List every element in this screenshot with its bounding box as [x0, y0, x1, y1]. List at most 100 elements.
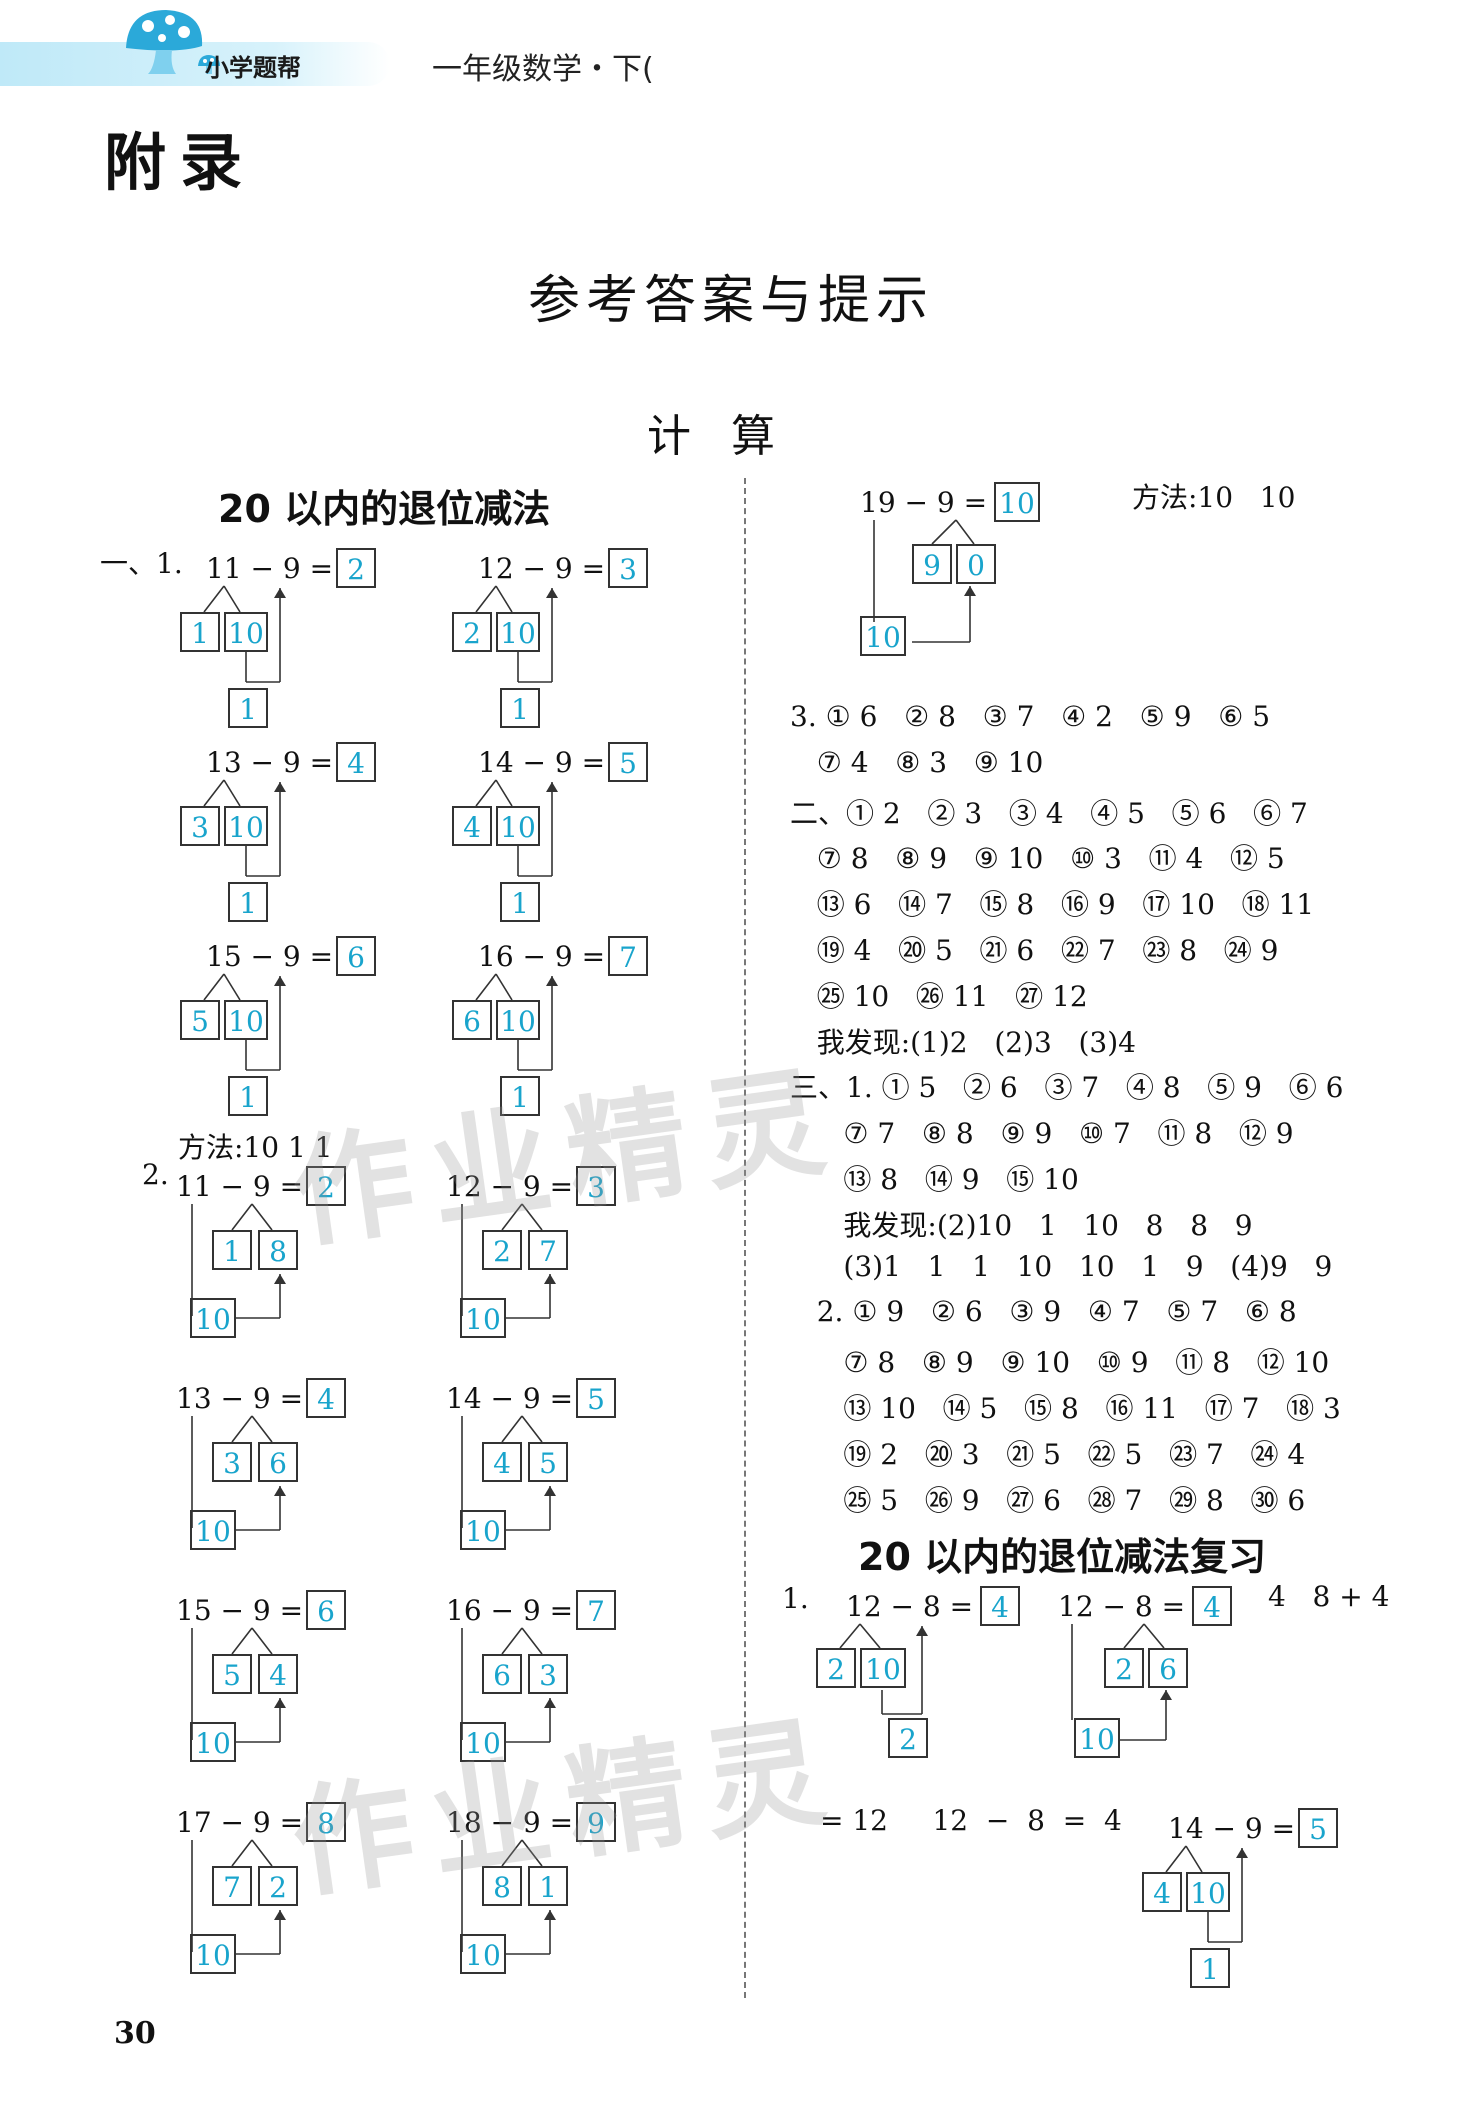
- arrow-head: [274, 1274, 286, 1284]
- diagram-line: [501, 1627, 523, 1655]
- ten-box: 10: [190, 1510, 236, 1550]
- small-mushroom-icon: [198, 55, 220, 74]
- diagram-line: [223, 779, 241, 807]
- ten-box: 10: [460, 1934, 506, 1974]
- ten-box: 10: [1074, 1718, 1120, 1758]
- diagram-line: [495, 585, 513, 613]
- method-text: 方法:10 1 1: [178, 1131, 333, 1164]
- diagram-line: [231, 1415, 253, 1443]
- equation-text: 16 − 9 =: [478, 940, 606, 973]
- split-box: 10: [1186, 1872, 1230, 1912]
- arrow-head: [544, 1910, 556, 1920]
- result-box: 5: [576, 1378, 616, 1418]
- diagram-line: [475, 973, 497, 1001]
- part1-label: 一、1.: [100, 547, 183, 580]
- diagram-line: [251, 1627, 273, 1655]
- arrow-head: [274, 1910, 286, 1920]
- equation-text: 15 − 9 =: [176, 1594, 304, 1627]
- arrow-head: [544, 1486, 556, 1496]
- header-band: [0, 42, 390, 86]
- split-box: 7: [528, 1230, 568, 1270]
- split-box: 5: [180, 1000, 220, 1040]
- split-box: 6: [1148, 1648, 1188, 1688]
- remainder-box: 1: [228, 1076, 268, 1116]
- result-box: 4: [336, 742, 376, 782]
- split-box: 8: [258, 1230, 298, 1270]
- split-box: 10: [224, 1000, 268, 1040]
- split-box: 0: [956, 544, 996, 584]
- result-box: 4: [980, 1586, 1020, 1626]
- split-box: 10: [496, 1000, 540, 1040]
- diagram-line: [223, 585, 241, 613]
- diagram-line: [203, 585, 225, 613]
- remainder-box: 1: [228, 688, 268, 728]
- diagram-line: [521, 1627, 543, 1655]
- arrow-head: [544, 1698, 556, 1708]
- ten-box: 10: [460, 1510, 506, 1550]
- arrow-head: [546, 782, 558, 792]
- split-box: 10: [224, 612, 268, 652]
- book-title: 一年级数学・下(: [432, 52, 654, 87]
- arrow-head: [274, 782, 286, 792]
- diagram-line: [231, 1839, 253, 1867]
- top-method: 方法:10 10: [1132, 481, 1296, 514]
- split-box: 2: [258, 1866, 298, 1906]
- result-box: 7: [608, 936, 648, 976]
- column-divider: [744, 478, 746, 1998]
- answer-row: 我发现:(2)10 1 10 8 8 9: [790, 1208, 1253, 1242]
- ten-box: 10: [460, 1722, 506, 1762]
- split-box: 3: [180, 806, 220, 846]
- result-box: 5: [608, 742, 648, 782]
- split-box: 4: [1142, 1872, 1182, 1912]
- equation-text: 19 − 9 =: [860, 486, 988, 519]
- diagram-line: [955, 519, 975, 545]
- arrow-head: [546, 588, 558, 598]
- ten-box: 10: [190, 1934, 236, 1974]
- split-box: 6: [452, 1000, 492, 1040]
- equation-text: 14 − 9 =: [446, 1382, 574, 1415]
- review-label: 1.: [782, 1582, 809, 1615]
- result-box: 10: [994, 482, 1040, 522]
- equation-text: 12 − 8 =: [1058, 1590, 1186, 1623]
- split-box: 10: [496, 612, 540, 652]
- result-box: 9: [576, 1802, 616, 1842]
- result-box: 6: [336, 936, 376, 976]
- split-box: 1: [528, 1866, 568, 1906]
- watermark: 作业精灵: [284, 1701, 851, 1916]
- arrow-head: [964, 586, 976, 596]
- result-box: 5: [1298, 1808, 1338, 1848]
- remainder-box: 1: [500, 688, 540, 728]
- split-box: 4: [258, 1654, 298, 1694]
- page-number: 30: [114, 2016, 156, 2051]
- answer-row: 我发现:(1)2 (2)3 (3)4: [790, 1025, 1136, 1059]
- arrow-head: [1236, 1848, 1248, 1858]
- split-box: 2: [816, 1648, 856, 1688]
- split-box: 1: [212, 1230, 252, 1270]
- diagram-line: [495, 779, 513, 807]
- mushroom-logo-icon: [126, 10, 203, 74]
- review-line2: = 12 12 − 8 = 4: [820, 1804, 1122, 1837]
- answer-row: ⑲ 2 ⑳ 3 ㉑ 5 ㉒ 5 ㉓ 7 ㉔ 4: [790, 1437, 1306, 1471]
- review-title: 20 以内的退位减法复习: [858, 1535, 1267, 1579]
- remainder-box: 1: [500, 1076, 540, 1116]
- diagram-line: [859, 1623, 881, 1649]
- answer-row: 3. ① 6 ② 8 ③ 7 ④ 2 ⑤ 9 ⑥ 5: [790, 700, 1271, 733]
- split-box: 1: [180, 612, 220, 652]
- diagram-line: [475, 585, 497, 613]
- remainder-box: 1: [1190, 1948, 1230, 1988]
- equation-text: 14 − 9 =: [1168, 1812, 1296, 1845]
- ten-box: 10: [860, 616, 906, 656]
- diagram-line: [931, 519, 957, 545]
- equation-text: 13 − 9 =: [206, 746, 334, 779]
- diagram-line: [251, 1203, 273, 1231]
- result-box: 4: [1192, 1586, 1232, 1626]
- answer-row: ⑦ 8 ⑧ 9 ⑨ 10 ⑩ 3 ⑪ 4 ⑫ 5: [790, 842, 1285, 876]
- equation-text: 13 − 9 =: [176, 1382, 304, 1415]
- split-box: 4: [482, 1442, 522, 1482]
- split-box: 6: [482, 1654, 522, 1694]
- split-box: 10: [224, 806, 268, 846]
- answer-row: ⑬ 6 ⑭ 7 ⑮ 8 ⑯ 9 ⑰ 10 ⑱ 11: [790, 888, 1315, 922]
- diagram-line: [475, 779, 497, 807]
- arrow-head: [274, 1486, 286, 1496]
- answer-row: ㉕ 10 ㉖ 11 ㉗ 12: [790, 979, 1088, 1013]
